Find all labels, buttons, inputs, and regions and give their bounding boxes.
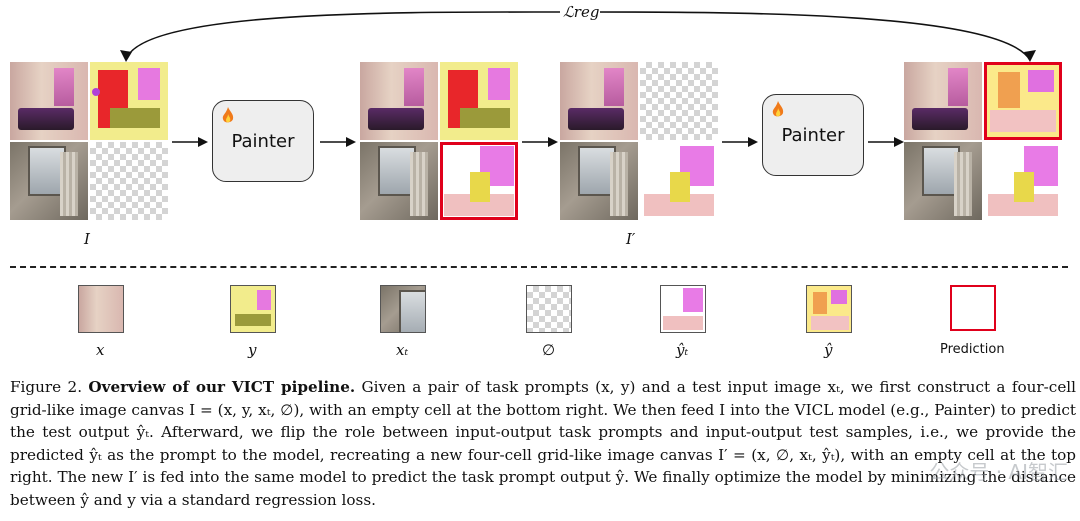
arrow-right-icon [522,137,558,147]
legend-thumb-prediction [950,285,996,331]
cell-x [360,62,438,140]
cell-yhat-t [640,142,718,220]
legend-thumb-xt [380,285,426,333]
arrow-right-icon [172,137,208,147]
flame-icon [222,107,234,123]
cell-yhat-t [984,142,1062,220]
legend-thumb-y [230,285,276,333]
legend-label-empty: ∅ [542,341,556,359]
legend-thumb-empty [526,285,572,333]
cell-xt [560,142,638,220]
cell-y [440,62,518,140]
arrow-right-icon [722,137,758,147]
painter-model-1: Painter [212,100,314,182]
cell-xt [360,142,438,220]
cell-x [10,62,88,140]
legend-label-yhat-t: ŷₜ [676,341,689,359]
legend-thumb-x [78,285,124,333]
legend-label-prediction: Prediction [940,342,1005,357]
cell-x [904,62,982,140]
arrow-right-icon [320,137,356,147]
figure-caption: Figure 2. Overview of our VICT pipeline.… [10,376,1076,512]
cell-yhat-prediction [984,62,1062,140]
legend-label-x: x [96,341,105,359]
dashed-divider [10,266,1068,268]
cell-xt [904,142,982,220]
cell-yhat-t-prediction [440,142,518,220]
arrow-right-icon [868,137,904,147]
caption-figure-number: Figure 2. [10,378,83,396]
cell-xt [10,142,88,220]
regression-loss-arrow [120,4,1036,62]
legend-label-yhat: ŷ [824,341,833,359]
cell-y [90,62,168,140]
caption-title: Overview of our VICT pipeline. [88,378,356,396]
legend-label-xt: xₜ [396,341,409,359]
painter-label: Painter [231,130,295,152]
painter-label: Painter [781,124,845,146]
legend-label-y: y [248,341,257,359]
label-I-prime: I′ [626,230,636,248]
legend-thumb-yhat [806,285,852,333]
loss-label: ℒreg [563,3,600,21]
label-I: I [84,230,90,248]
caption-body: Given a pair of task prompts (x, y) and … [10,378,1077,509]
flame-icon [772,101,784,117]
cell-x [560,62,638,140]
legend-thumb-yhat-t [660,285,706,333]
cell-empty [90,142,168,220]
cell-empty [640,62,718,140]
watermark: 公众号 · AI智汇 [929,460,1068,484]
painter-model-2: Painter [762,94,864,176]
